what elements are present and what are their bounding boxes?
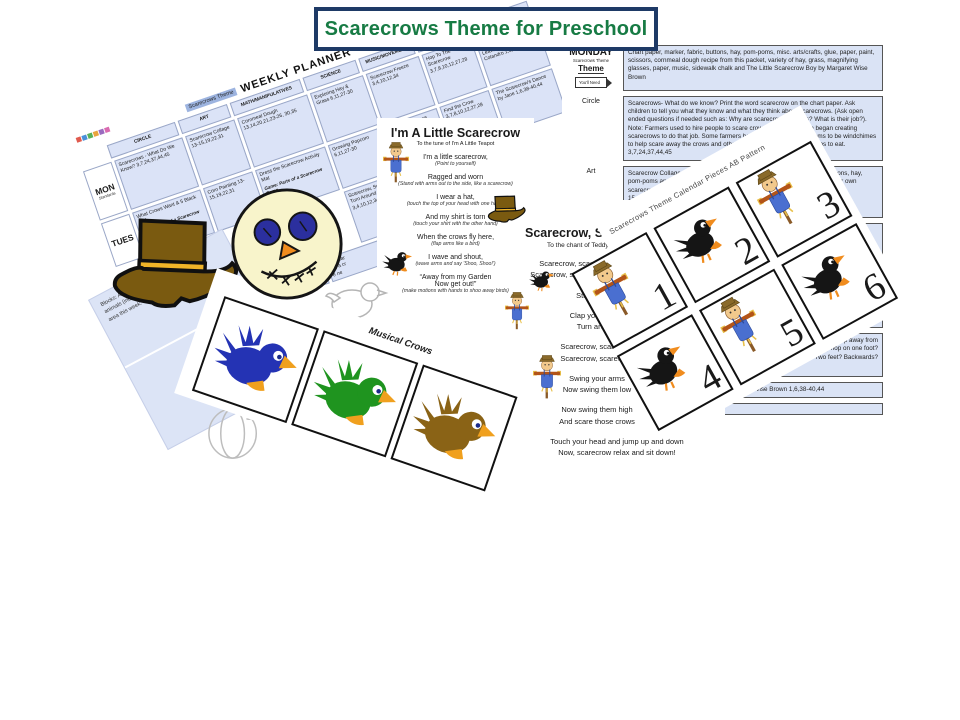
scarecrow-clipart-icon — [505, 292, 529, 330]
preschool-blocks-logo-icon — [75, 126, 111, 143]
song2-line: Now, scarecrow relax and sit down! — [558, 448, 676, 457]
song1-line: When the crows fly here, — [416, 234, 495, 241]
scarecrow-clipart-icon — [383, 142, 409, 183]
song1-action: (make motions with hands to shoo away bi… — [402, 288, 509, 294]
song2-line: Now swing them high — [561, 405, 633, 415]
crow-clipart-icon — [528, 268, 555, 292]
song1-action: (Stand with arms out to the side, like a… — [398, 181, 513, 187]
song1-action: (Point to yourself) — [435, 161, 476, 167]
scarecrow-face-clipart — [231, 188, 343, 300]
song1-action: (flap arms like a bird) — [431, 241, 480, 247]
song1-line: I wear a hat, — [436, 194, 475, 201]
song1-line: “Away from my Garden — [419, 274, 492, 281]
song1-line: Ragged and worn — [427, 174, 484, 181]
song1-action: (touch the top of your head with one han… — [406, 201, 505, 207]
song2-line: And scare those crows — [559, 416, 635, 426]
song2-title: Scarecrow, Scarecrow Turn Around — [525, 226, 736, 240]
song1-title: I'm A Little Scarecrow — [390, 126, 521, 140]
song1-action: (touch your shirt with the other hand) — [413, 221, 498, 227]
song1-line: And my shirt is torn — [425, 214, 486, 221]
song1-line: I wave and shout, — [428, 254, 483, 261]
song2-subtitle: To the chant of Teddy Bear, Teddy Bear — [547, 242, 661, 249]
song-sheet-scarecrow-turn-around: Scarecrow, Scarecrow Turn Around To the … — [517, 200, 736, 457]
monday-row-text: Scarecrows- What do we know? Print the w… — [623, 96, 883, 162]
song2-line: Scarecrow, scarecrow — [560, 342, 634, 352]
monday-supplies: Chart paper, marker, fabric, buttons, ha… — [623, 45, 883, 91]
monday-header-block: MONDAY Scarecrows Theme Theme You'll Nee… — [563, 45, 619, 91]
slide-title: Scarecrows Theme for Preschool — [324, 17, 648, 40]
monday-row-label: Circle — [582, 98, 600, 105]
song1-action: (wave arms and say 'Shoo, Shoo!') — [415, 261, 496, 267]
blue-bird-icon — [201, 309, 309, 410]
song2-line: Touch your head and jump up and down — [550, 436, 684, 446]
green-bird-icon — [301, 343, 409, 444]
song1-line: I'm a little scarecrow, — [423, 154, 488, 161]
brown-bird-icon — [400, 377, 508, 478]
slide-title-banner: Scarecrows Theme for Preschool — [314, 7, 658, 51]
crow-clipart-icon — [381, 248, 413, 277]
song-sheet-little-scarecrow: I'm A Little Scarecrow To the tune of I'… — [377, 118, 534, 366]
song1-line: Now get out!” — [434, 281, 477, 288]
song2-line: Turn around — [576, 322, 618, 331]
song2-line: Clap your hands — [569, 310, 625, 320]
song1-subtitle: To the tune of I'm A Little Teapot — [416, 141, 495, 147]
youll-need-arrow: You'll Need — [575, 77, 612, 88]
